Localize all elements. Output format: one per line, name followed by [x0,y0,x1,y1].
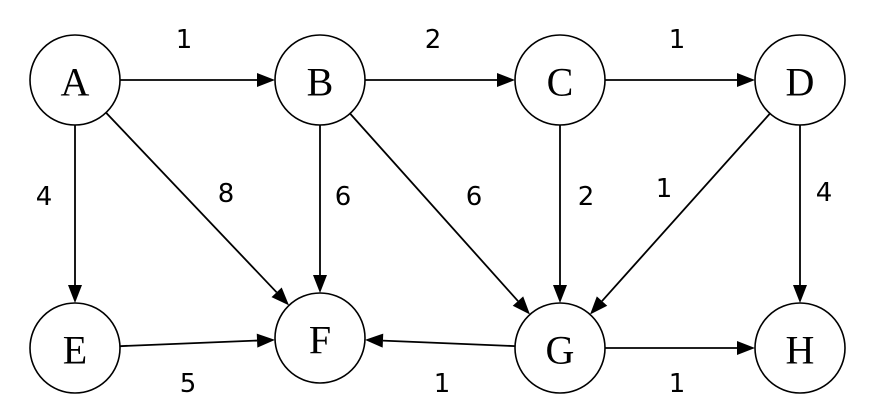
node-circle [514,34,606,126]
edge-line [349,112,519,302]
arrowhead-icon [257,73,275,87]
node-label: B [307,60,334,105]
node-e: E [29,302,121,394]
node-label: C [547,60,574,105]
node-d: D [754,34,846,126]
edge-line [382,339,516,348]
edge-e-f [119,333,276,348]
node-label: H [786,328,815,373]
edge-g-f [364,333,516,348]
edge-line [105,112,278,293]
edge-d-h [793,125,807,303]
node-f: F [274,292,366,384]
edge-weight-g-h: 1 [669,369,686,399]
edge-b-c [365,73,515,87]
edge-weight-c-g: 2 [578,182,595,212]
node-circle [274,34,366,126]
node-circle [29,34,121,126]
arrowhead-icon [793,285,807,303]
nodes-layer: A B C D E F G H [29,34,846,394]
arrowhead-icon [364,333,384,348]
arrowhead-icon [256,333,276,348]
edge-weight-d-g: 1 [656,174,673,204]
node-label: A [61,60,90,105]
edge-weight-a-e: 4 [36,182,53,212]
arrowhead-icon [590,296,608,315]
edge-weight-g-f: 1 [434,369,451,399]
edge-g-h [605,341,755,355]
node-h: H [754,302,846,394]
node-b: B [274,34,366,126]
edge-weight-a-f: 8 [218,179,235,209]
edge-a-e [68,125,82,303]
arrowhead-icon [512,296,530,315]
edge-a-b [120,73,275,87]
edge-b-g [349,112,530,315]
node-label: F [309,318,331,363]
node-circle [514,302,606,394]
edge-line [601,112,771,302]
edge-weight-c-d: 1 [669,25,686,55]
arrowhead-icon [737,341,755,355]
edge-weight-b-g: 6 [466,182,483,212]
edge-weight-a-b: 1 [176,25,193,55]
node-g: G [514,302,606,394]
arrowhead-icon [737,73,755,87]
node-circle [274,292,366,384]
node-circle [754,34,846,126]
arrowhead-icon [313,275,327,293]
edge-d-g [590,112,771,315]
edge-b-f [313,125,327,293]
arrowhead-icon [68,285,82,303]
node-label: G [546,328,575,373]
edge-weight-b-c: 2 [425,25,442,55]
edge-weight-d-h: 4 [816,178,833,208]
arrowhead-icon [553,285,567,303]
arrowhead-icon [271,287,290,306]
node-circle [754,302,846,394]
node-c: C [514,34,606,126]
edge-line [119,339,258,348]
node-circle [29,302,121,394]
node-label: D [786,60,815,105]
edges-layer [68,73,807,355]
edge-c-g [553,125,567,303]
edge-weights-layer: 1 2 1 4 8 6 6 2 1 4 5 1 1 [36,25,833,399]
node-label: E [63,328,87,373]
edge-c-d [605,73,755,87]
edge-weight-e-f: 5 [180,369,197,399]
edge-weight-b-f: 6 [335,182,352,212]
edge-a-f [105,112,290,306]
node-a: A [29,34,121,126]
arrowhead-icon [497,73,515,87]
